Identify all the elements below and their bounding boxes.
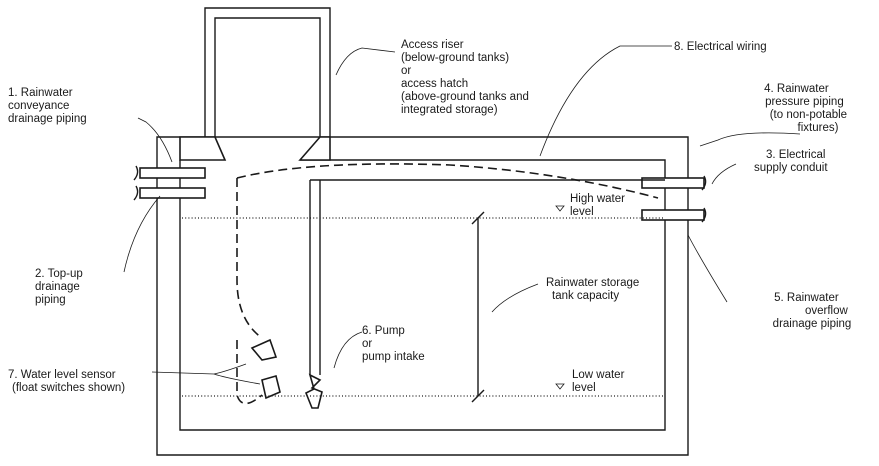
leader-topup bbox=[123, 195, 161, 273]
pressure-pipe-cut bbox=[701, 175, 707, 191]
tank-inner-wall bbox=[179, 159, 666, 431]
overflow-pipe bbox=[641, 209, 705, 221]
conveyance-pipe-cut bbox=[133, 165, 139, 181]
pressure-pipe bbox=[641, 177, 705, 189]
float-wire-upper bbox=[236, 178, 263, 339]
riser-collar-left bbox=[179, 136, 227, 161]
pump-assembly bbox=[304, 179, 665, 409]
leader-pump bbox=[333, 331, 363, 369]
high-water-marker-icon bbox=[555, 205, 565, 212]
leader-conveyance bbox=[137, 117, 173, 163]
label-overflow: 5. Rainwater overflow drainage piping bbox=[773, 292, 852, 330]
pump-intake bbox=[304, 373, 323, 409]
right-pipes bbox=[641, 175, 707, 223]
leader-storage bbox=[491, 283, 539, 313]
leader-conduit bbox=[711, 163, 737, 185]
label-low-water: Low water level bbox=[572, 369, 628, 394]
overflow-pipe-cut bbox=[701, 207, 707, 223]
leader-lines bbox=[123, 45, 801, 385]
tank-outline bbox=[156, 136, 689, 456]
leader-sensor-upper bbox=[151, 363, 247, 375]
label-sensor: 7. Water level sensor (float switches sh… bbox=[8, 369, 125, 394]
label-conveyance: 1. Rainwater conveyance drainage piping bbox=[8, 87, 87, 125]
tank-outer-wall bbox=[156, 136, 689, 456]
left-pipes bbox=[133, 165, 206, 201]
leader-riser bbox=[335, 47, 396, 76]
float-switch-lower bbox=[261, 375, 281, 400]
capacity-dimension bbox=[471, 211, 485, 403]
topup-pipe-cut bbox=[133, 185, 139, 201]
leader-pressure bbox=[699, 132, 801, 147]
label-pump: 6. Pump or pump intake bbox=[362, 325, 425, 363]
riser-collar-right bbox=[298, 136, 331, 161]
topup-pipe bbox=[139, 187, 206, 199]
low-water-marker-icon bbox=[555, 383, 565, 390]
riser-outer bbox=[204, 7, 331, 137]
access-riser bbox=[179, 7, 331, 161]
label-topup: 2. Top-up drainage piping bbox=[35, 268, 86, 306]
electrical-wiring-line bbox=[236, 163, 659, 199]
conveyance-pipe bbox=[139, 167, 206, 179]
label-pressure-piping: 4. Rainwater pressure piping (to non-pot… bbox=[764, 83, 850, 134]
leader-overflow bbox=[687, 234, 728, 303]
riser-inner bbox=[214, 17, 321, 137]
label-riser: Access riser (below-ground tanks) or acc… bbox=[401, 39, 532, 116]
label-high-water: High water level bbox=[570, 193, 628, 218]
capacity-tick-top bbox=[471, 211, 485, 225]
leader-wiring bbox=[539, 45, 672, 157]
float-switch-upper bbox=[250, 338, 278, 361]
label-conduit: 3. Electrical supply conduit bbox=[754, 149, 829, 174]
leader-sensor-lower bbox=[213, 373, 261, 385]
label-electrical-wiring: 8. Electrical wiring bbox=[674, 41, 767, 53]
label-storage: Rainwater storage tank capacity bbox=[546, 277, 643, 302]
capacity-tick-bottom bbox=[471, 389, 485, 403]
